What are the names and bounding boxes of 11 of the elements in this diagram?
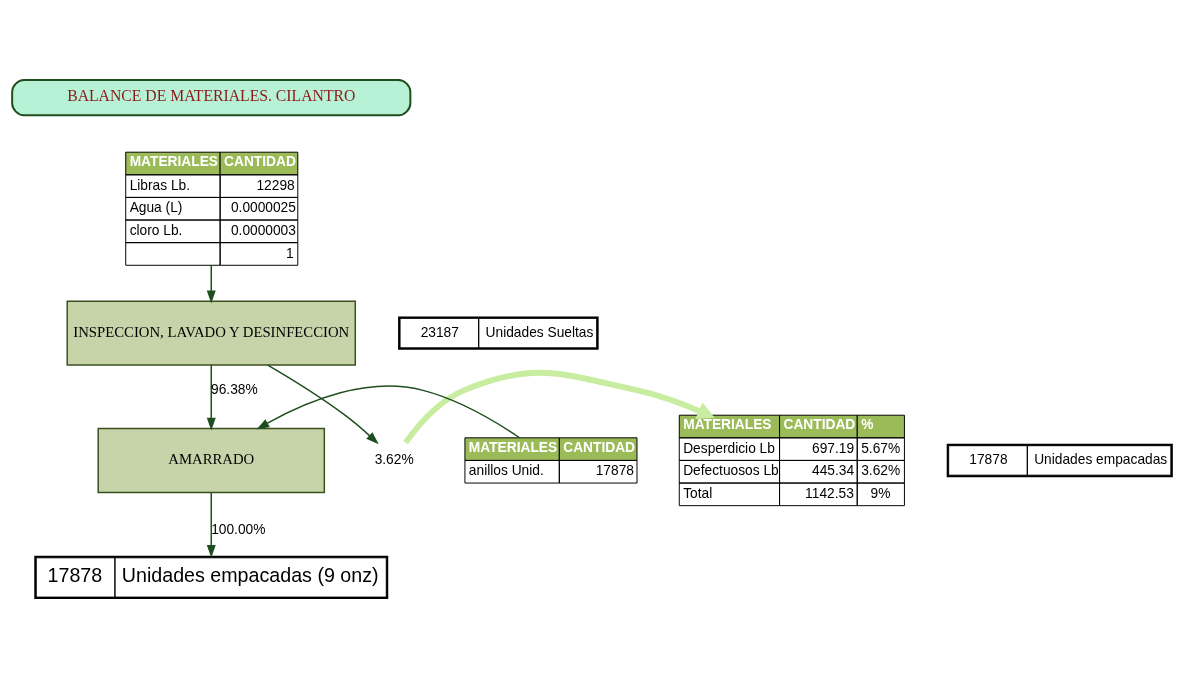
arrow xyxy=(206,363,216,431)
edge-label: 100.00% xyxy=(211,521,266,537)
node-box: BALANCE DE MATERIALES. CILANTRO xyxy=(11,78,412,116)
node-box: AMARRADO xyxy=(97,427,326,493)
arrow xyxy=(403,369,715,444)
arrow xyxy=(206,491,216,558)
node-box: INSPECCION, LAVADO Y DESINFECCION xyxy=(66,299,357,366)
arrow xyxy=(256,385,521,438)
node-text: 3.62% xyxy=(374,451,414,467)
arrow xyxy=(206,263,216,303)
arrow xyxy=(267,363,379,444)
